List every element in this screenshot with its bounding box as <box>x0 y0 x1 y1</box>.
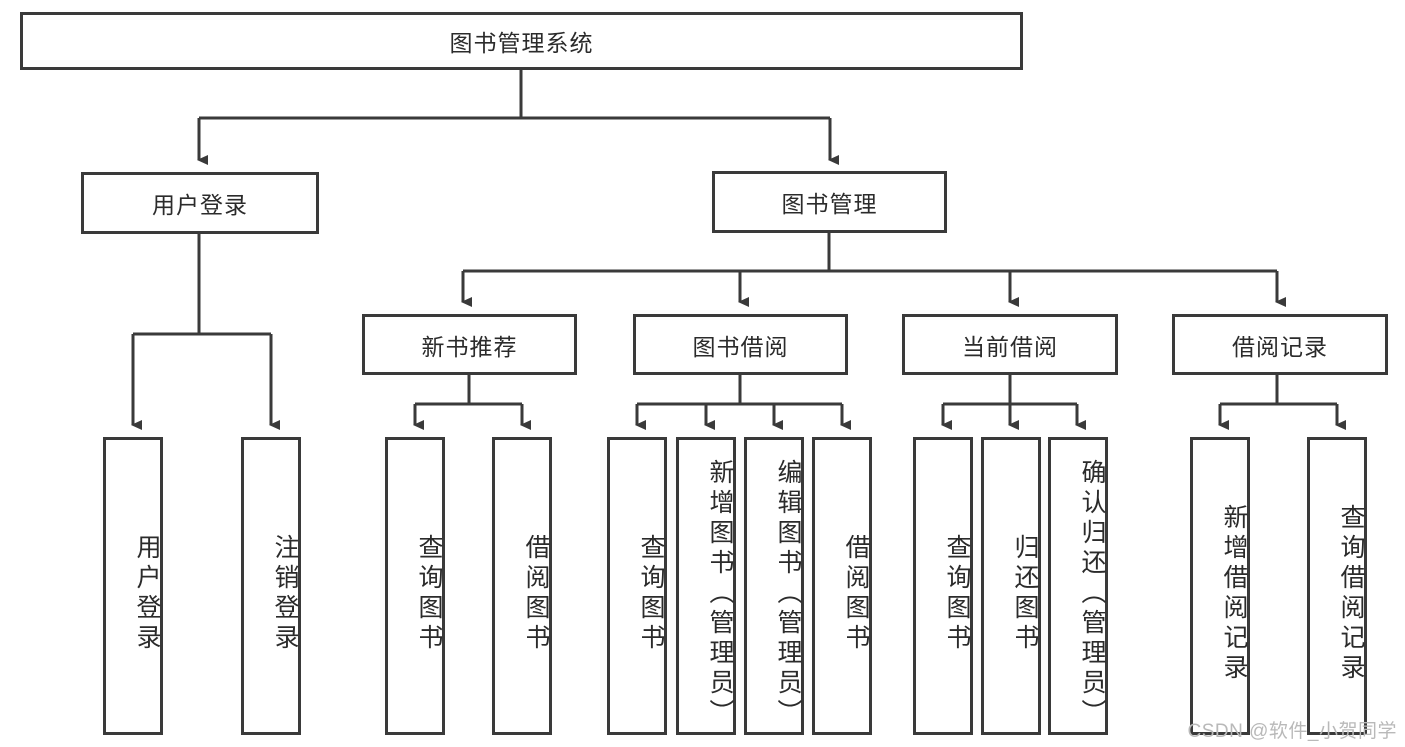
node-root-label: 图书管理系统 <box>449 30 594 56</box>
node-leaf-return-book-label: 归还图书 <box>1011 534 1039 654</box>
node-leaf-query-book-2[interactable]: 查询图书 <box>607 437 667 735</box>
node-leaf-confirm-return[interactable]: 确认归还（管理员） <box>1048 437 1108 735</box>
node-leaf-confirm-return-label: 确认归还（管理员） <box>1078 459 1106 729</box>
node-leaf-logout-login[interactable]: 注销登录 <box>241 437 301 735</box>
node-leaf-add-borrow-record[interactable]: 新增借阅记录 <box>1190 437 1250 735</box>
node-leaf-logout-login-label: 注销登录 <box>271 534 299 654</box>
node-leaf-query-borrow-record-label: 查询借阅记录 <box>1337 504 1365 684</box>
node-root[interactable]: 图书管理系统 <box>20 12 1023 70</box>
node-leaf-user-login[interactable]: 用户登录 <box>103 437 163 735</box>
node-current-borrow[interactable]: 当前借阅 <box>902 314 1118 375</box>
node-book-borrow[interactable]: 图书借阅 <box>633 314 848 375</box>
node-new-book-recommend-label: 新书推荐 <box>421 333 518 360</box>
node-leaf-return-book[interactable]: 归还图书 <box>981 437 1041 735</box>
node-book-management[interactable]: 图书管理 <box>712 171 947 233</box>
node-leaf-borrow-book-2-label: 借阅图书 <box>842 534 870 654</box>
node-leaf-user-login-label: 用户登录 <box>133 534 161 654</box>
node-leaf-edit-book[interactable]: 编辑图书（管理员） <box>744 437 804 735</box>
node-leaf-borrow-book-1[interactable]: 借阅图书 <box>492 437 552 735</box>
node-leaf-add-book[interactable]: 新增图书（管理员） <box>676 437 736 735</box>
node-leaf-add-borrow-record-label: 新增借阅记录 <box>1220 504 1248 684</box>
node-leaf-query-book-1-label: 查询图书 <box>415 534 443 654</box>
node-borrow-record-label: 借阅记录 <box>1232 333 1328 360</box>
node-leaf-query-book-3[interactable]: 查询图书 <box>913 437 973 735</box>
node-leaf-edit-book-label: 编辑图书（管理员） <box>774 459 802 729</box>
node-leaf-query-book-2-label: 查询图书 <box>637 534 665 654</box>
node-user-login[interactable]: 用户登录 <box>81 172 319 234</box>
node-leaf-query-book-3-label: 查询图书 <box>943 534 971 654</box>
node-borrow-record[interactable]: 借阅记录 <box>1172 314 1388 375</box>
node-leaf-query-borrow-record[interactable]: 查询借阅记录 <box>1307 437 1367 735</box>
node-book-management-label: 图书管理 <box>781 191 878 217</box>
node-leaf-borrow-book-2[interactable]: 借阅图书 <box>812 437 872 735</box>
node-user-login-label: 用户登录 <box>152 192 248 218</box>
node-leaf-query-book-1[interactable]: 查询图书 <box>385 437 445 735</box>
node-current-borrow-label: 当前借阅 <box>962 333 1058 360</box>
node-new-book-recommend[interactable]: 新书推荐 <box>362 314 577 375</box>
watermark: CSDN @软件_小贺同学 <box>1187 721 1397 742</box>
node-leaf-add-book-label: 新增图书（管理员） <box>706 459 734 729</box>
node-book-borrow-label: 图书借阅 <box>692 333 789 360</box>
node-leaf-borrow-book-1-label: 借阅图书 <box>522 534 550 654</box>
